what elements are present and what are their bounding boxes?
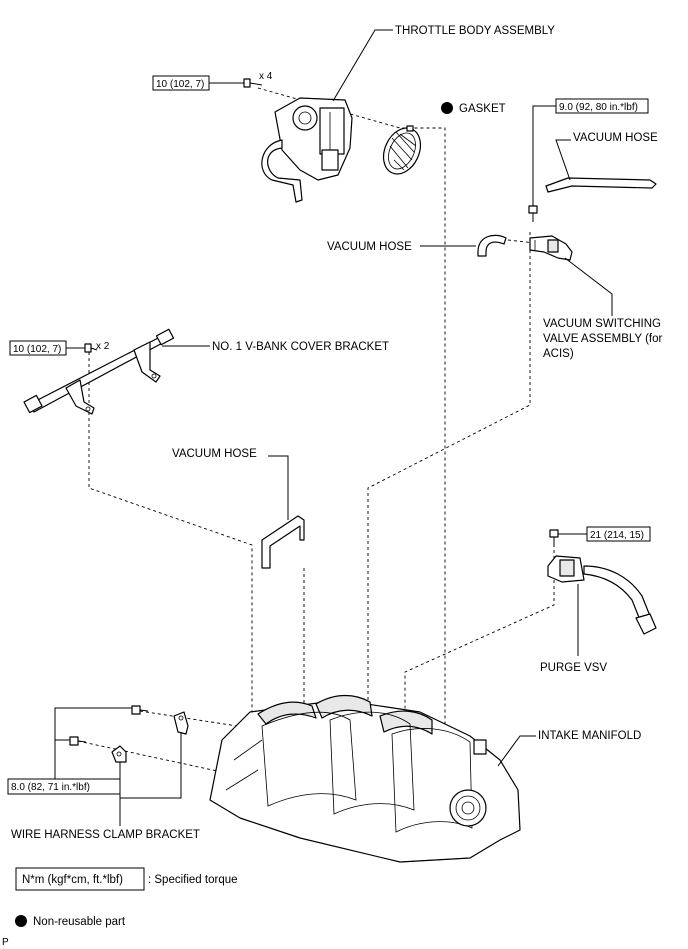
vsv-acis-part xyxy=(529,235,573,261)
vsv-acis-label-line3: ACIS) xyxy=(543,348,574,360)
intake-manifold-part xyxy=(209,694,521,863)
harness-torque-value: 8.0 (82, 71 in.*lbf) xyxy=(11,782,90,793)
bracket-torque-value: 10 (102, 7) xyxy=(13,344,61,355)
nonreusable-marker-icon xyxy=(441,102,453,114)
legend-nonreusable-text: Non-reusable part xyxy=(33,916,126,928)
purge-vsv-part xyxy=(547,555,657,635)
vbank-cover-bracket-part xyxy=(23,328,175,415)
purge-bolt-icon xyxy=(549,529,559,546)
throttle-body-label: THROTTLE BODY ASSEMBLY xyxy=(395,25,555,37)
throttle-qty: x 4 xyxy=(259,71,273,82)
throttle-torque-value: 10 (102, 7) xyxy=(156,79,204,90)
harness-bolt-bottom-icon xyxy=(69,736,87,746)
vbank-bracket-label: NO. 1 V-BANK COVER BRACKET xyxy=(212,341,389,353)
vsv-acis-label-line2: VALVE ASSEMBLY (for xyxy=(543,333,662,345)
vacuum-hose-lower-part xyxy=(261,515,305,569)
purge-torque-value: 21 (214, 15) xyxy=(590,530,644,541)
vacuum-hose-top-label: VACUUM HOSE xyxy=(573,132,658,144)
legend-torque-text: : Specified torque xyxy=(148,874,238,886)
bracket-bolt-icon xyxy=(84,343,98,353)
vsv-acis-label-line1: VACUUM SWITCHING xyxy=(543,318,661,330)
legend-torque-box-text: N*m (kgf*cm, ft.*lbf) xyxy=(22,874,123,886)
alignment-lines xyxy=(77,87,555,773)
throttle-bolt-icon xyxy=(243,78,263,88)
gasket-label: GASKET xyxy=(459,103,506,115)
harness-clamp-bracket-upper xyxy=(173,711,189,735)
harness-clamp-bracket-lower xyxy=(111,745,127,763)
legend-nonreusable-icon xyxy=(15,915,27,927)
vsv-torque-value: 9.0 (92, 80 in.*lbf) xyxy=(559,102,638,113)
throttle-body-assembly xyxy=(261,97,353,203)
vacuum-hose-lower-label: VACUUM HOSE xyxy=(172,448,257,460)
wire-harness-label: WIRE HARNESS CLAMP BRACKET xyxy=(11,829,200,841)
gasket-part xyxy=(382,125,422,175)
legend-torque-box xyxy=(15,867,145,891)
footer-code: P xyxy=(2,937,9,948)
bracket-qty: x 2 xyxy=(96,341,110,352)
intake-manifold-label: INTAKE MANIFOLD xyxy=(538,730,641,742)
vacuum-hose-mid-part xyxy=(477,234,507,257)
purge-vsv-label: PURGE VSV xyxy=(540,662,607,674)
vacuum-hose-mid-label: VACUUM HOSE xyxy=(327,241,412,253)
vacuum-hose-top-part xyxy=(545,177,657,193)
purge-torque-box xyxy=(586,526,651,542)
harness-bolt-top-icon xyxy=(131,705,149,715)
vsv-bolt-icon xyxy=(528,205,538,222)
